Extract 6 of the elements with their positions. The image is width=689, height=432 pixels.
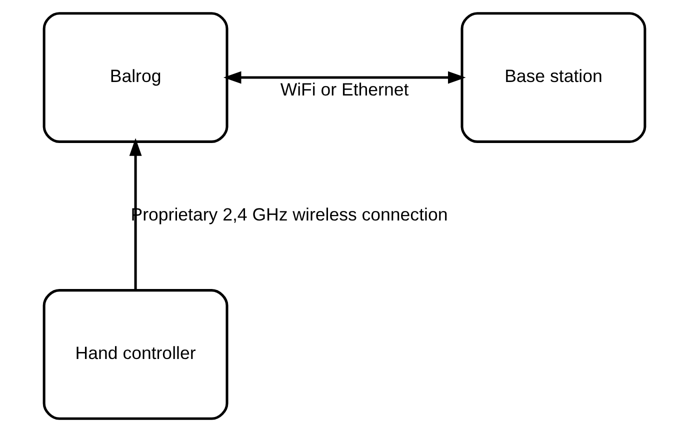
arrow	[129, 138, 142, 290]
edge-label: WiFi or Ethernet	[280, 80, 409, 100]
node-box: Balrog	[42, 12, 228, 143]
node-box: Base station	[460, 12, 646, 143]
node-box: Hand controller	[42, 289, 228, 420]
arrow	[223, 71, 466, 84]
